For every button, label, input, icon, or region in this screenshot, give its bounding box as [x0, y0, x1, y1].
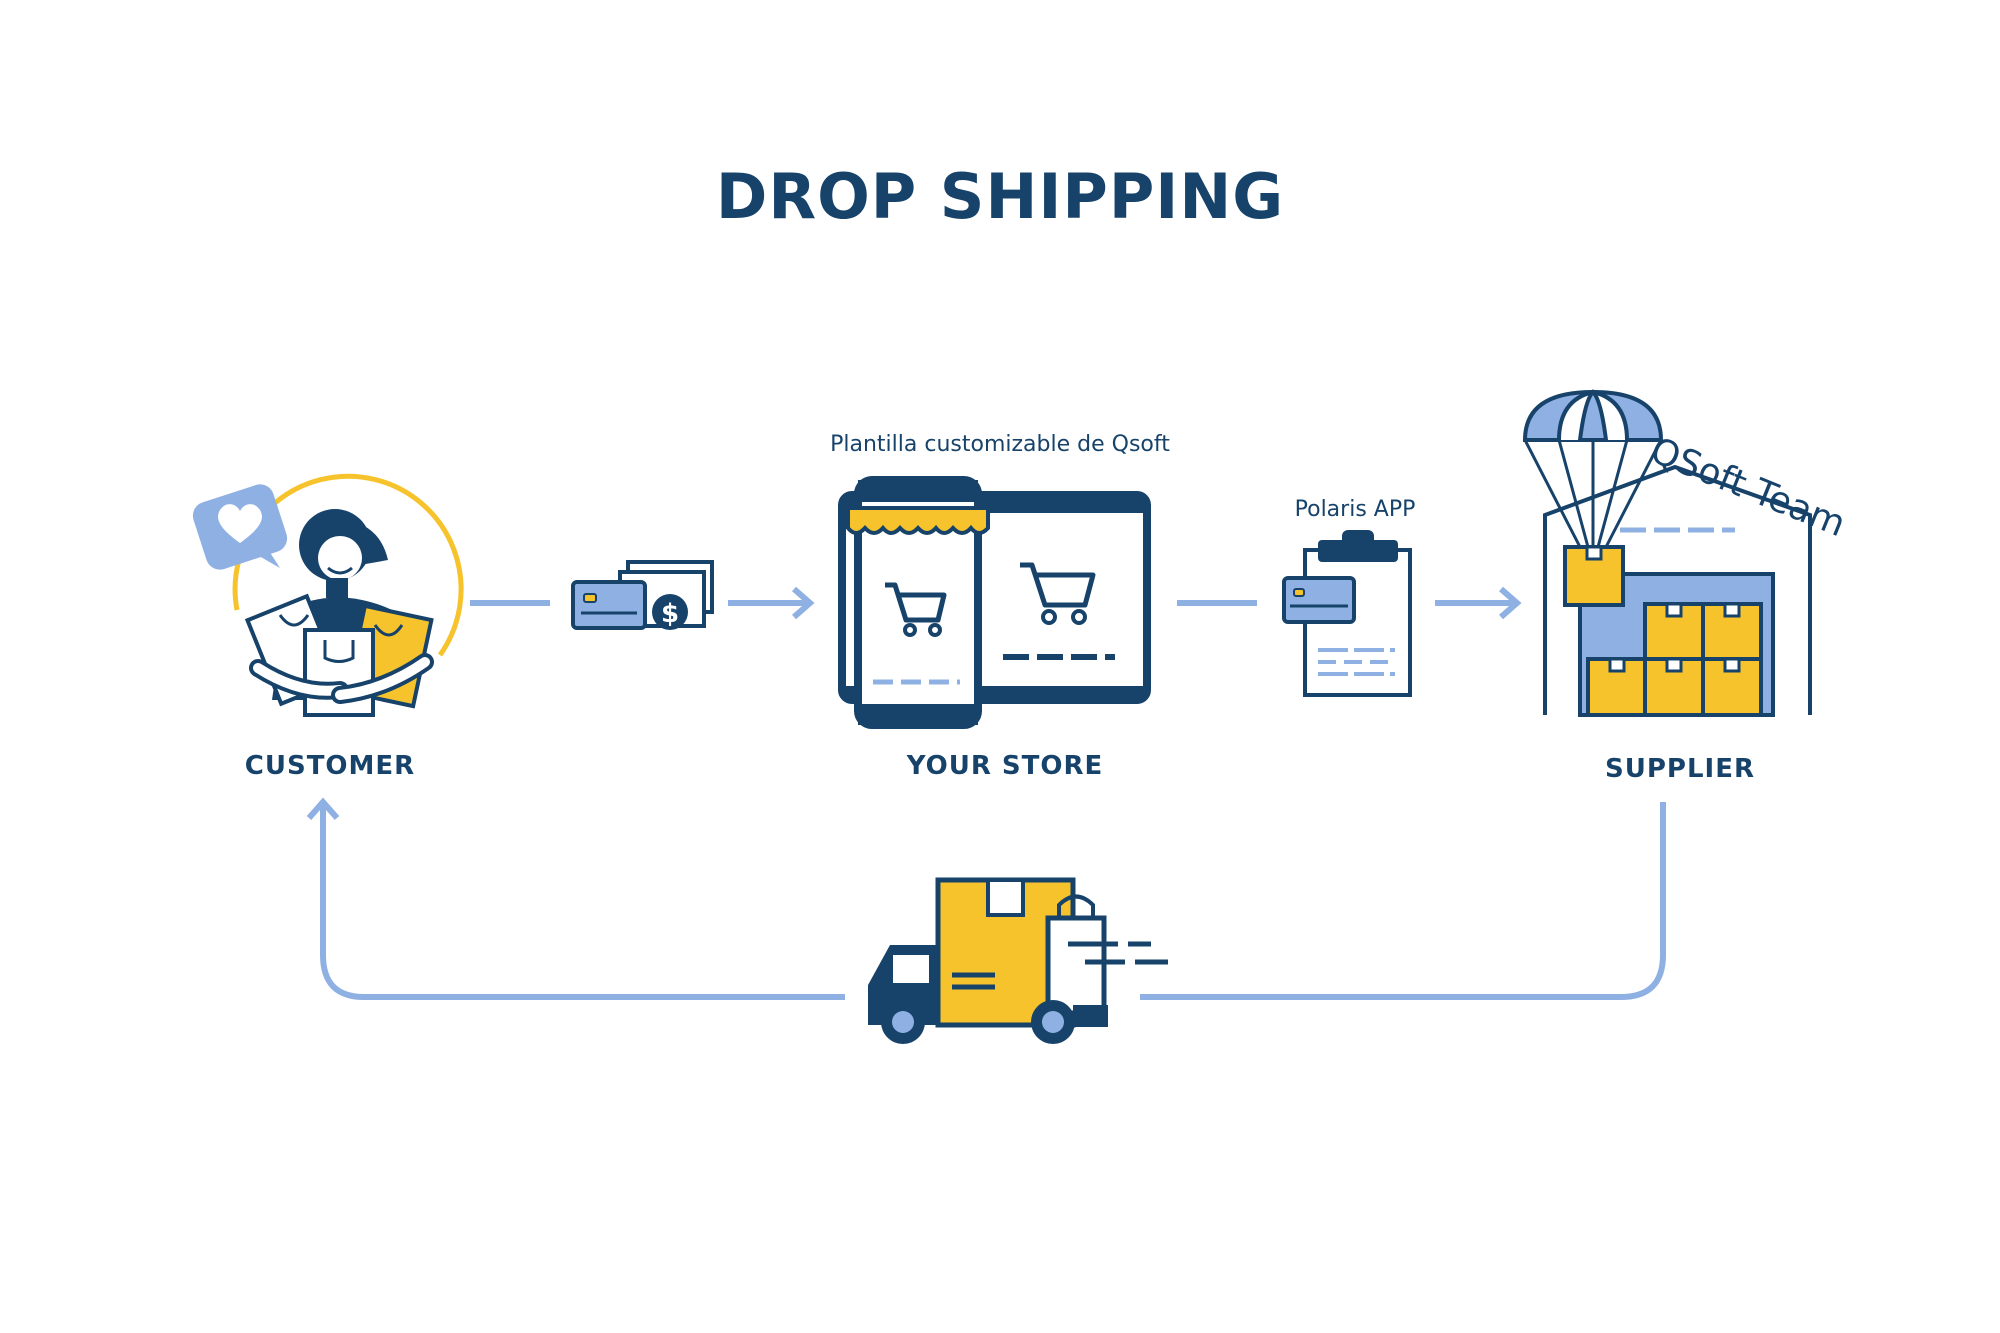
heart-speech-bubble-icon [192, 484, 288, 570]
diagram-title: DROP SHIPPING [715, 160, 1285, 233]
customer-label: CUSTOMER [244, 751, 416, 781]
order-app-note: Polaris APP [1294, 497, 1416, 522]
delivery-truck-icon [868, 877, 1168, 1044]
supplier-label: SUPPLIER [1605, 754, 1755, 784]
store-template-note: Plantilla customizable de Qsoft [830, 432, 1170, 457]
warehouse-icon [1543, 464, 1812, 717]
parachute-package-icon [1522, 389, 1664, 607]
shopping-cart-icon [885, 582, 947, 637]
shopping-cart-icon [1020, 562, 1096, 625]
store-label: YOUR STORE [906, 751, 1104, 781]
return-path-arrow [306, 797, 1666, 1000]
clipboard-order-icon [1282, 530, 1412, 697]
dollar-symbol: $ [661, 599, 679, 629]
arrow-order-to-supplier [1435, 586, 1522, 620]
customer-with-bags-icon [192, 473, 464, 717]
arrow-payment-to-store [728, 586, 815, 620]
credit-card-and-cash-icon: $ [571, 560, 714, 630]
phone-and-tablet-store-icon [838, 476, 1151, 729]
